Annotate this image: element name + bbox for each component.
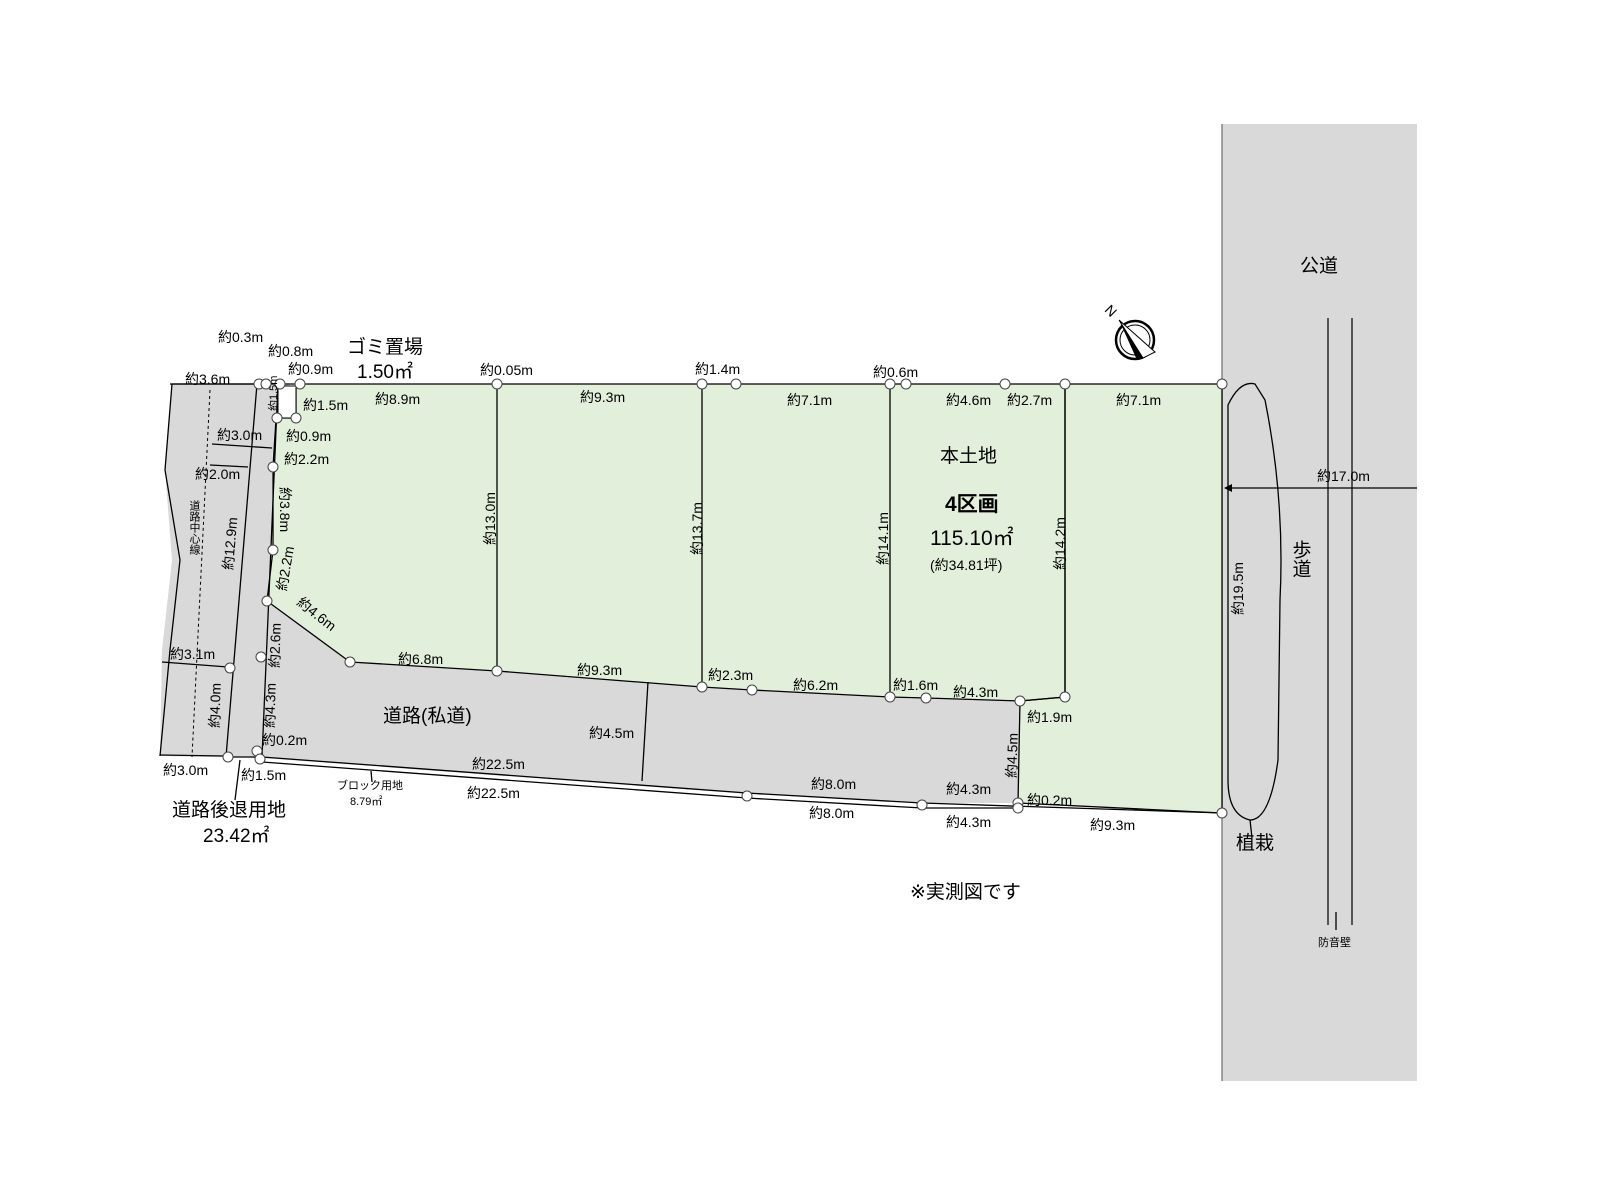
- garbage-area-title: ゴミ置場: [347, 336, 423, 358]
- label: 約2.6m: [266, 623, 284, 669]
- boundary-markers: [222, 378, 1228, 819]
- label: 約22.5m: [467, 785, 520, 801]
- label: 約17.0m: [1317, 468, 1370, 484]
- public-road-label: 公道: [1300, 255, 1338, 277]
- planting-label: 植栽: [1236, 832, 1274, 854]
- label: 約13.7m: [689, 502, 705, 555]
- label: 約3.6m: [185, 371, 230, 387]
- sidewalk-label: 歩道: [1290, 540, 1312, 578]
- label: 約6.2m: [793, 677, 838, 693]
- label: 約2.2m: [284, 451, 329, 467]
- label: 約4.0m: [206, 683, 224, 729]
- label: 約1.5m: [241, 767, 286, 783]
- label: 約12.9m: [220, 516, 241, 570]
- label: 約0.8m: [268, 343, 313, 359]
- label: 約7.1m: [787, 392, 832, 408]
- survey-note: ※実測図です: [910, 881, 1021, 903]
- label: 約4.3m: [953, 684, 998, 700]
- label: 約0.6m: [873, 364, 918, 380]
- label: 約9.3m: [580, 389, 625, 405]
- public-road-area: [1222, 124, 1417, 1081]
- label: 約2.7m: [1007, 392, 1052, 408]
- setback-land-size: 23.42㎡: [203, 824, 270, 847]
- block-land-size: 8.79㎡: [350, 795, 382, 808]
- label: 約1.6m: [893, 677, 938, 693]
- label: 約8.0m: [811, 776, 856, 792]
- label: 約14.2m: [1052, 517, 1068, 570]
- land-title: 本土地: [940, 445, 997, 467]
- label: 約0.2m: [1027, 792, 1072, 808]
- label: 約1.9m: [1027, 709, 1072, 725]
- label: 約4.3m: [261, 683, 279, 729]
- label: 約4.3m: [946, 781, 991, 797]
- label: 約9.3m: [1090, 817, 1135, 833]
- block-land-title: ブロック用地: [337, 778, 403, 792]
- label: 約3.0m: [217, 427, 262, 443]
- label: 約0.9m: [288, 361, 333, 377]
- lot-count: 4区画: [945, 493, 999, 516]
- label: 約8.9m: [375, 391, 420, 407]
- label: 約14.1m: [875, 512, 891, 565]
- label: 約0.3m: [218, 329, 263, 345]
- label: 約4.6m: [946, 392, 991, 408]
- label: 約4.3m: [946, 814, 991, 830]
- garbage-area-size: 1.50㎡: [357, 360, 413, 383]
- label: 約22.5m: [472, 756, 525, 772]
- planting-strip: [1227, 382, 1282, 821]
- label: 約1.5m: [266, 376, 280, 411]
- setback-road-area: [160, 384, 1020, 803]
- garbage-area: [277, 385, 297, 419]
- label: 約19.5m: [1230, 562, 1246, 615]
- sound-barrier-label: 防音壁: [1318, 935, 1351, 949]
- land-area: 115.10㎡: [930, 526, 1014, 550]
- label: 約4.5m: [1003, 733, 1021, 779]
- label: 約3.8m: [277, 487, 293, 532]
- label: 約4.5m: [589, 725, 634, 741]
- label: 約9.3m: [577, 662, 622, 678]
- north-label: N: [1102, 301, 1120, 319]
- private-road-label: 道路(私道): [383, 705, 472, 727]
- label: 約2.3m: [708, 667, 753, 683]
- label: 約0.05m: [480, 362, 533, 378]
- label: 約2.0m: [195, 466, 240, 482]
- road-centerline-label: 道路中心線: [188, 499, 201, 555]
- dimension-labels: 約0.3m 約0.8m 約0.9m ゴミ置場 1.50㎡ 約0.05m 約1.4…: [163, 255, 1370, 949]
- north-compass-icon: N: [1102, 301, 1156, 361]
- label: 約1.4m: [695, 361, 740, 377]
- label: 約0.2m: [262, 732, 307, 748]
- label: 約2.2m: [273, 545, 297, 592]
- label: 約13.0m: [482, 492, 498, 545]
- label: 約8.0m: [809, 805, 854, 821]
- label: 約6.8m: [398, 651, 443, 667]
- setback-land-title: 道路後退用地: [172, 799, 286, 821]
- label: 約7.1m: [1116, 392, 1161, 408]
- land-area-tsubo: (約34.81坪): [930, 557, 1002, 573]
- label: 約0.9m: [286, 428, 331, 444]
- label: 約1.5m: [303, 397, 348, 413]
- label: 約3.0m: [163, 762, 208, 778]
- label: 約3.1m: [170, 646, 215, 662]
